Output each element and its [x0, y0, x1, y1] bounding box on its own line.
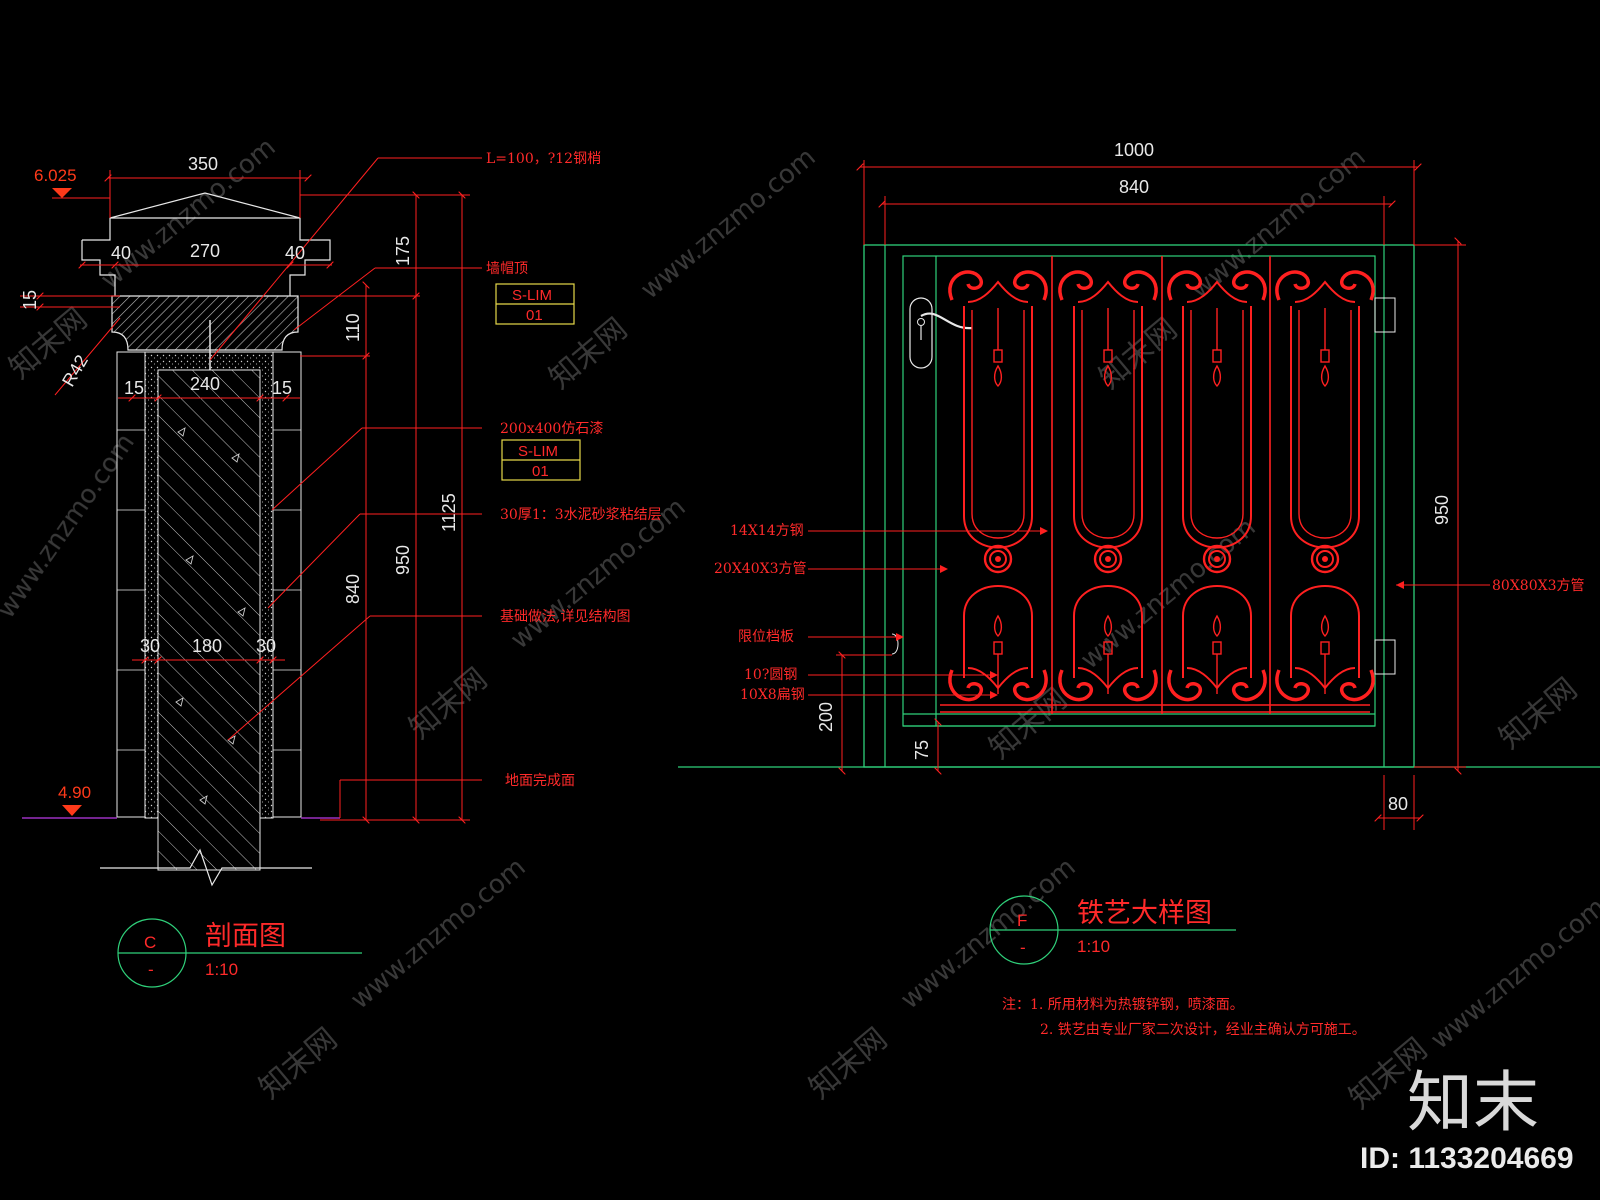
- dim-h-200: 200: [816, 702, 836, 732]
- watermark-url: www.znzmo.com: [635, 142, 821, 305]
- title-block-c: C - 剖面图 1:10: [117, 918, 362, 988]
- watermark-url: www.znzmo.com: [1075, 512, 1261, 675]
- dim-w-840: 840: [1119, 177, 1149, 197]
- note-post: 80X80X3方管: [1492, 578, 1584, 594]
- watermark-url: www.znzmo.com: [895, 852, 1081, 1015]
- note-sq-bar: 14X14方钢: [730, 523, 804, 539]
- tag-num: 01: [532, 463, 549, 480]
- note-mortar: 30厚1：3水泥砂浆粘结层: [500, 507, 662, 523]
- dim-h-1125: 1125: [439, 493, 459, 532]
- title-scale: 1:10: [1077, 937, 1110, 956]
- gate-frame: [863, 244, 1415, 768]
- lock-plate: [909, 297, 933, 369]
- dim-core-left: 30: [140, 636, 160, 656]
- dim-cap-left: 40: [111, 243, 131, 263]
- title-sub: -: [148, 960, 154, 979]
- level-top: 6.025: [34, 166, 77, 185]
- note-line-2: 2. 铁艺由专业厂家二次设计，经业主确认方可施工。: [1040, 1021, 1366, 1038]
- dim-h-175: 175: [393, 236, 413, 266]
- level-marker-ground: [62, 805, 82, 816]
- dim-w-1000: 1000: [1114, 140, 1154, 160]
- note-flat-bar: 10X8扁钢: [740, 687, 805, 703]
- title-block-f: F - 铁艺大样图 1:10: [989, 895, 1236, 965]
- note-stone-paint: 200x400仿石漆: [500, 421, 603, 437]
- dim-body-left: 15: [124, 378, 144, 398]
- dim-h-75: 75: [912, 740, 932, 760]
- title-scale: 1:10: [205, 960, 238, 979]
- note-rebar: L=100，?12钢梢: [486, 151, 601, 167]
- pillar-core: [158, 370, 260, 870]
- tag-code: S-LIM: [518, 443, 558, 460]
- dim-cap-mid: 270: [190, 241, 220, 261]
- dim-lip: 15: [20, 290, 40, 310]
- dim-cap-right: 40: [285, 243, 305, 263]
- note-floor: 地面完成面: [505, 773, 575, 789]
- dim-h-950: 950: [1432, 495, 1452, 525]
- watermark-url: www.znzmo.com: [0, 428, 141, 624]
- level-marker-top: [52, 188, 72, 198]
- tag-num: 01: [526, 307, 543, 324]
- watermark-brand: 知末网: [983, 681, 1074, 766]
- tag-code: S-LIM: [512, 287, 552, 304]
- dim-core-mid: 180: [192, 636, 222, 656]
- dim-h-840: 840: [343, 574, 363, 604]
- detail-f: 1000 840 950 200 75 80 14X14方钢 20X40X3方管…: [678, 140, 1600, 1038]
- watermark-url: www.znzmo.com: [345, 852, 531, 1015]
- title-letter: F: [1017, 911, 1027, 930]
- note-cap: 墙帽顶: [486, 261, 528, 277]
- watermark-brand: 知末网: [1493, 671, 1584, 756]
- image-id: ID: 1133204669: [1360, 1142, 1574, 1175]
- dim-core-right: 30: [256, 636, 276, 656]
- dim-h-950: 950: [393, 545, 413, 575]
- note-stopper: 限位档板: [738, 629, 794, 645]
- material-tag: S-LIM 01: [501, 439, 581, 481]
- title-name: 铁艺大样图: [1077, 898, 1212, 929]
- title-name: 剖面图: [205, 921, 286, 952]
- dim-body-right: 15: [272, 378, 292, 398]
- watermark-brand: 知末网: [803, 1021, 894, 1106]
- title-letter: C: [144, 933, 156, 952]
- dim-width-total: 350: [188, 154, 218, 174]
- pillar-cap: [111, 295, 299, 351]
- brand-logo: 知末: [1407, 1064, 1539, 1141]
- dim-body-mid: 240: [190, 374, 220, 394]
- level-ground: 4.90: [58, 783, 91, 802]
- dim-h-110: 110: [343, 313, 363, 342]
- watermark-url: www.znzmo.com: [1425, 892, 1600, 1055]
- title-sub: -: [1020, 938, 1026, 957]
- note-line-1: 注：1. 所用材料为热镀锌钢，喷漆面。: [1002, 996, 1244, 1013]
- dim-w-80: 80: [1388, 794, 1408, 814]
- note-round-bar: 10?圆钢: [744, 667, 797, 683]
- note-foundation: 基础做法,详见结构图: [500, 608, 630, 625]
- material-tag: S-LIM 01: [495, 283, 575, 325]
- door-handle: [920, 312, 973, 330]
- watermark-brand: 知末网: [253, 1021, 344, 1106]
- note-tube: 20X40X3方管: [714, 561, 806, 577]
